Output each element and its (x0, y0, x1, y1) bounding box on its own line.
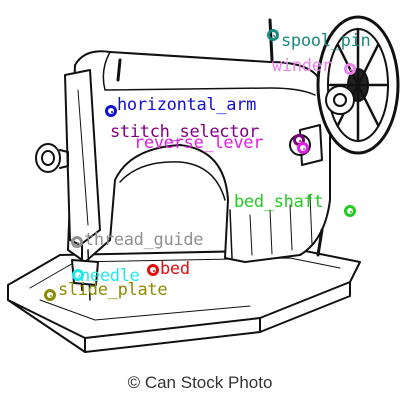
label-stitch-selector: stitch_selector (110, 122, 260, 142)
slide-plate-marker (44, 289, 56, 301)
label-needle: needle (80, 266, 140, 286)
winder-marker (344, 63, 356, 75)
bed-shaft-marker (344, 205, 356, 217)
label-bed: bed (160, 259, 190, 279)
label-reverse-lever: reverse_lever (134, 133, 264, 153)
label-slide-plate: slide_plate (58, 280, 168, 300)
winder-assembly (289, 85, 355, 166)
tension-knob (35, 143, 69, 173)
needle-marker (72, 269, 84, 281)
reverse-lever-marker (297, 142, 309, 154)
watermark: © Can Stock Photo (127, 373, 273, 392)
bed-lever (316, 228, 324, 257)
label-bed-shaft: bed_shaft (234, 192, 324, 212)
thread-guide-rod (116, 58, 122, 82)
machine-body (67, 50, 331, 263)
label-spool-pin: spool_pin (281, 31, 371, 51)
label-horizontal-arm: horizontal_arm (117, 95, 257, 115)
horizontal-arm-marker (105, 105, 117, 117)
label-thread-guide: thread_guide (84, 230, 204, 250)
bed-marker (147, 264, 159, 276)
label-winder: winder (272, 56, 332, 76)
thread-guide-marker (71, 236, 83, 248)
handwheel (316, 15, 400, 155)
spool-pin-marker (267, 29, 279, 41)
